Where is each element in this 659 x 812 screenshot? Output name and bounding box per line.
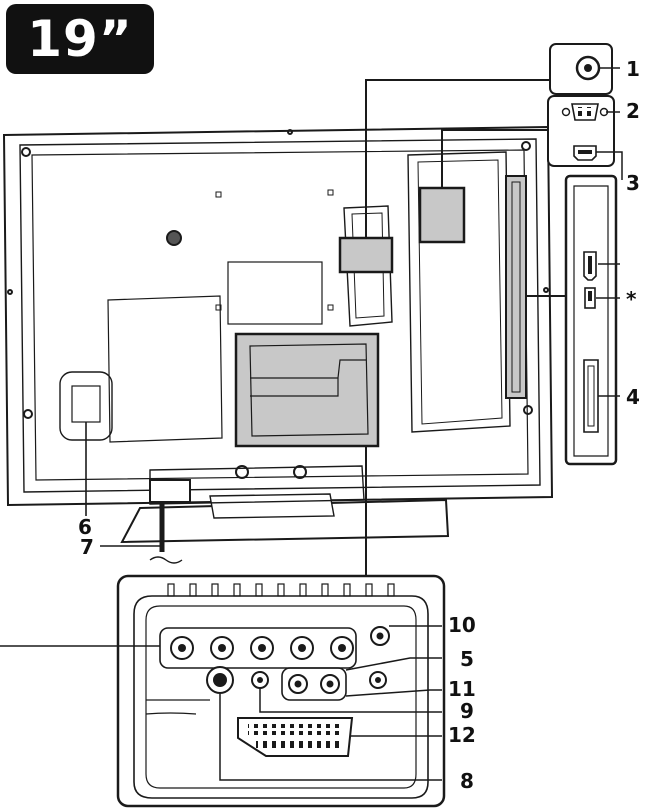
vga-hdmi-region-highlight <box>418 186 466 244</box>
usb-port <box>584 287 596 309</box>
tv-rear-body <box>2 125 554 507</box>
audio-out-jack <box>370 625 442 646</box>
sd-card-slot <box>583 359 599 433</box>
scart-connector <box>237 717 442 757</box>
callout-3: 3 <box>626 171 640 195</box>
callout-7: 7 <box>80 535 94 559</box>
callout-10: 10 <box>448 613 476 637</box>
callout-12: 12 <box>448 723 476 747</box>
callout-1: 1 <box>626 57 640 81</box>
vga-leader-line <box>441 129 548 188</box>
rear-panel-region-highlight <box>234 332 380 448</box>
callout-2: 2 <box>626 99 640 123</box>
vga-hdmi-inset <box>547 95 623 180</box>
side-panel-inset <box>564 174 620 466</box>
s-video-jack <box>206 666 442 781</box>
power-cord <box>149 479 191 564</box>
digital-audio-jack <box>345 671 442 697</box>
hdmi-port-side <box>583 251 597 281</box>
callout-8: 8 <box>460 769 474 793</box>
video-jack <box>251 671 442 713</box>
screen-size-badge: 19” <box>6 4 154 74</box>
antenna-inset <box>549 43 620 95</box>
hdmi-port-rear <box>573 145 597 161</box>
rear-av-panel-inset <box>0 574 446 808</box>
callout-11: 11 <box>448 677 476 701</box>
callout-9: 9 <box>460 699 474 723</box>
component-input-jacks <box>0 627 357 669</box>
callout-star: * <box>626 287 637 311</box>
antenna-leader-line <box>365 79 550 238</box>
antenna-region-highlight <box>338 236 394 274</box>
callout-5: 5 <box>460 647 474 671</box>
audio-input-jacks <box>281 657 442 701</box>
callout-6: 6 <box>78 515 92 539</box>
side-slot-highlight <box>505 175 527 399</box>
callout-4: 4 <box>626 385 640 409</box>
